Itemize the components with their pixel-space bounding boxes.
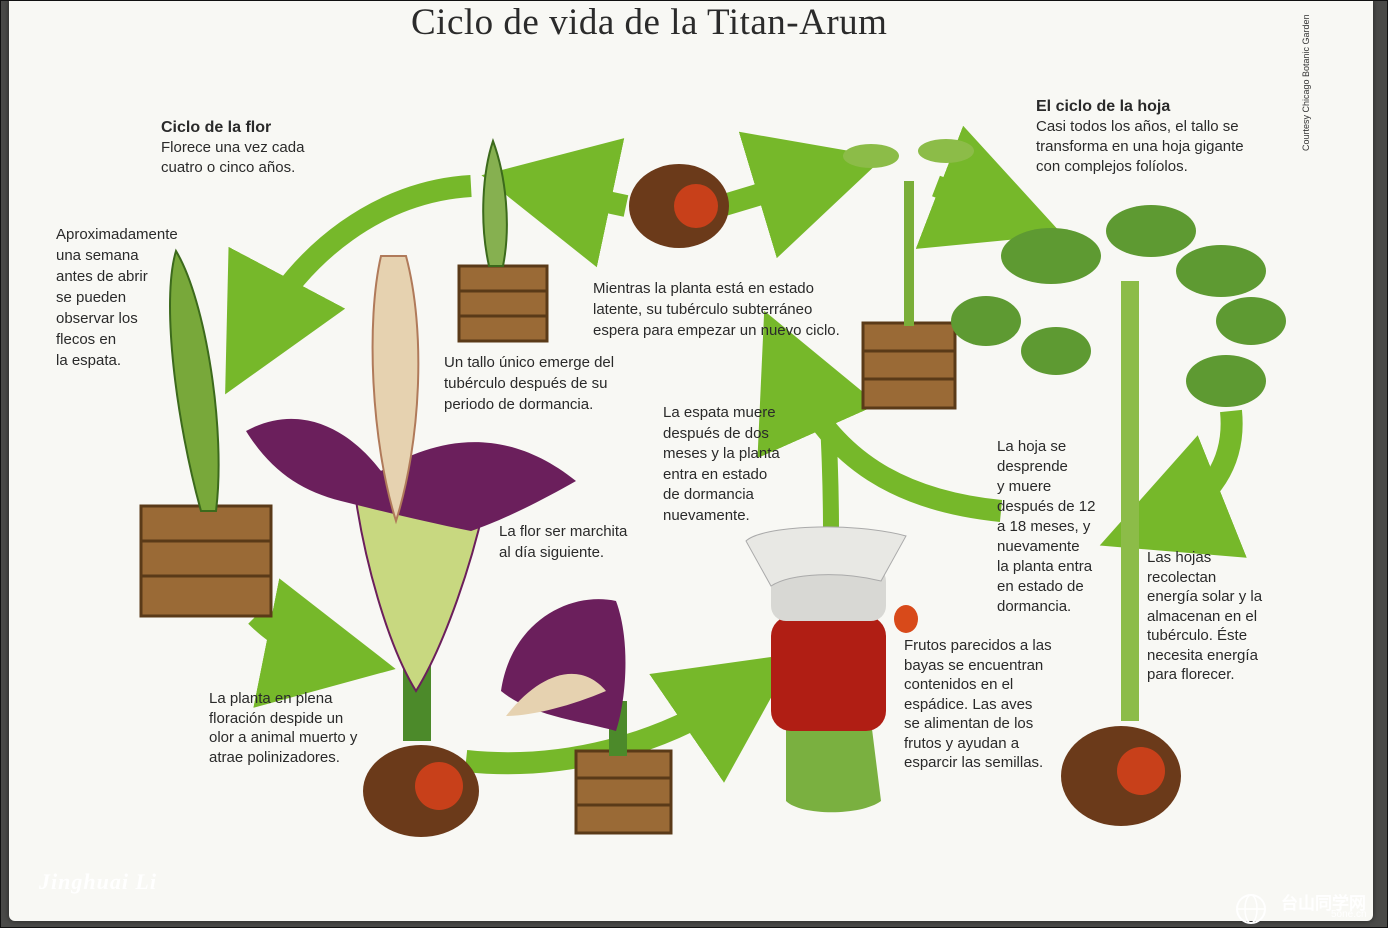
leaf-cycle-block: El ciclo de la hoja Casi todos los años,… (1036, 97, 1244, 177)
crate-top (457, 264, 549, 343)
flower-cycle-text: cuatro o cinco años. (161, 159, 296, 176)
caption-line: y muere (997, 478, 1052, 495)
leaf-cycle-heading: El ciclo de la hoja (1036, 98, 1171, 115)
caption-line: nuevamente (997, 538, 1080, 555)
caption-leaf-falls: La hoja se desprende y muere después de … (997, 437, 1095, 617)
caption-line: Mientras la planta está en estado (593, 280, 814, 297)
caption-dormant: Mientras la planta está en estado latent… (593, 278, 840, 341)
caption-line: entra en estado (663, 465, 768, 483)
flower-bloom (246, 255, 576, 741)
bud-large (169, 248, 220, 512)
arrow-top-left (225, 175, 472, 395)
page-title: Ciclo de vida de la Titan-Arum (411, 2, 888, 43)
caption-line: Las hojas (1147, 549, 1212, 566)
caption-wilts: La flor ser marchita al día siguiente. (499, 521, 627, 563)
flower-cycle-text: Florece una vez cada (161, 139, 305, 156)
caption-line: antes de abrir (56, 268, 148, 285)
arrow-crate-bloom (248, 578, 396, 708)
caption-line: esparcir las semillas. (904, 754, 1044, 771)
caption-line: observar los (56, 310, 138, 327)
caption-line: a 18 meses, y (997, 518, 1091, 535)
caption-line: La flor ser marchita (499, 523, 628, 540)
caption-line: Un tallo único emerge del (444, 354, 615, 371)
arrow-leaf-dormant (757, 310, 1003, 522)
courtesy-credit: Courtesy Chicago Botanic Garden (1301, 14, 1311, 151)
caption-line: en estado de (997, 578, 1084, 595)
site-logo (1236, 894, 1266, 924)
caption-fruits: Frutos parecidos a las bayas se encuentr… (904, 636, 1052, 773)
caption-line: la planta entra (997, 558, 1093, 575)
caption-full-bloom: La planta en plena floración despide un … (209, 689, 357, 767)
leaf-cycle-text: con complejos folíolos. (1036, 158, 1188, 175)
caption-line: contenidos en el (904, 676, 1014, 693)
arrow-fruit-up (819, 400, 839, 532)
caption-line: para florecer. (1147, 666, 1235, 683)
caption-line: se pueden (56, 289, 127, 306)
arrow-tuber-left (481, 138, 629, 268)
caption-leaves-collect: Las hojas recolectan energía solar y la … (1147, 548, 1262, 685)
caption-line: nuevamente. (663, 506, 750, 524)
caption-line: olor a animal muerto y (209, 729, 358, 746)
photographer-watermark: Jinghuai Li (39, 869, 157, 894)
caption-line: frutos y ayudan a (904, 734, 1020, 752)
flower-wilted (501, 599, 627, 756)
caption-line: recolectan (1147, 568, 1217, 586)
caption-line: después de dos (663, 424, 769, 442)
arrow-seedling-leaf (915, 125, 1063, 249)
crate-left (139, 504, 273, 618)
flower-cycle-heading: Ciclo de la flor (161, 119, 272, 136)
caption-line: después de 12 (997, 498, 1096, 515)
leaf-plant (951, 205, 1286, 721)
caption-line: tubérculo. Éste (1147, 627, 1248, 644)
site-logo-url: 5one.cn (1331, 909, 1367, 920)
caption-single-stalk: Un tallo único emerge del tubérculo desp… (444, 352, 614, 415)
caption-line: espádice. Las aves (904, 695, 1033, 713)
caption-line: La planta en plena (209, 690, 333, 707)
caption-line: se alimentan de los (904, 715, 1034, 732)
caption-line: La espata muere (663, 404, 776, 421)
caption-line: almacenan en el (1147, 607, 1258, 625)
fruit-spadix (745, 526, 918, 813)
caption-line: Aproximadamente (56, 226, 178, 243)
caption-line: La hoja se (997, 438, 1067, 455)
caption-line: tubérculo después de su (444, 375, 608, 392)
caption-line: bayas se encuentran (904, 656, 1044, 674)
caption-line: espera para empezar un nuevo ciclo. (593, 322, 840, 339)
site-logo-text: 台山同学网 (1281, 894, 1366, 913)
caption-line: energía solar y la (1147, 588, 1263, 605)
leaf-cycle-text: Casi todos los años, el tallo se (1036, 118, 1239, 135)
tuber-bloom (363, 745, 479, 837)
caption-line: latente, su tubérculo subterráneo (593, 301, 813, 318)
caption-line: una semana (56, 247, 139, 264)
caption-line: la espata. (56, 352, 122, 369)
crate-wilted (574, 749, 673, 835)
seedling (843, 139, 974, 326)
tuber-leaf (1061, 726, 1181, 826)
caption-line: al día siguiente. (499, 544, 605, 561)
caption-line: floración despide un (209, 709, 344, 727)
caption-line: flecos en (56, 331, 117, 348)
caption-line: desprende (997, 458, 1068, 475)
tuber-top (629, 164, 729, 248)
bud-small (482, 137, 508, 267)
caption-line: Frutos parecidos a las (904, 637, 1052, 654)
caption-week-before: Aproximadamente una semana antes de abri… (56, 224, 178, 371)
caption-spathe-dies: La espata muere después de dos meses y l… (663, 403, 780, 526)
arrow-tuber-right (717, 131, 885, 259)
flower-cycle-block: Ciclo de la flor Florece una vez cada cu… (161, 118, 304, 178)
caption-line: de dormancia (663, 486, 754, 503)
caption-line: necesita energía (1147, 646, 1258, 664)
crate-seedling (861, 321, 957, 410)
caption-line: atrae polinizadores. (209, 748, 340, 766)
caption-line: dormancia. (997, 598, 1072, 615)
leaf-cycle-text: transforma en una hoja gigante (1036, 138, 1244, 155)
arrow-leaf-right (1099, 409, 1247, 558)
caption-line: periodo de dormancia. (444, 396, 594, 413)
caption-line: meses y la planta (663, 445, 780, 462)
